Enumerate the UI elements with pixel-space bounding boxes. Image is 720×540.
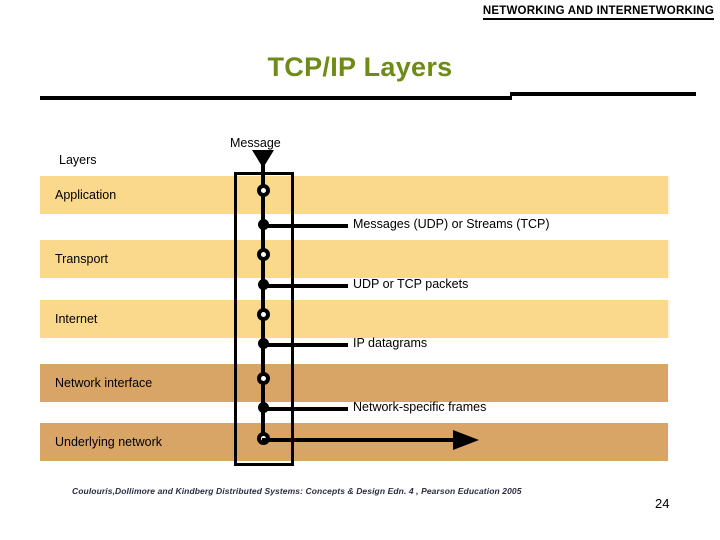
layer-label: Network interface	[55, 376, 153, 390]
layer-label: Transport	[55, 252, 109, 266]
layer-label: Underlying network	[55, 435, 162, 449]
stack-node-open	[256, 308, 270, 321]
layer-bar	[40, 364, 670, 402]
message-down-arrow-icon	[252, 150, 274, 168]
annotation-label: Network-specific frames	[353, 400, 487, 414]
annotation-connector	[262, 284, 348, 288]
transmission-arrow-head-icon	[453, 430, 479, 450]
layer-label: Internet	[55, 312, 98, 326]
annotation-label: Messages (UDP) or Streams (TCP)	[353, 217, 550, 231]
title-divider-right	[510, 92, 696, 96]
layers-column-caption: Layers	[59, 153, 97, 167]
page-number: 24	[655, 496, 670, 511]
message-caption: Message	[230, 136, 281, 150]
layer-bar	[40, 240, 670, 278]
stack-node-open	[256, 248, 270, 261]
layer-bar	[40, 300, 670, 338]
slide-header-title: NETWORKING AND INTERNETWORKING	[482, 5, 714, 20]
annotation-connector	[262, 224, 348, 228]
page-title: TCP/IP Layers	[267, 52, 453, 82]
layer-bar	[40, 423, 670, 461]
source-credit: Coulouris,Dollimore and Kindberg Distrib…	[72, 486, 522, 496]
stack-node-open	[256, 184, 270, 197]
title-divider-left	[40, 96, 512, 100]
annotation-connector	[262, 343, 348, 347]
transmission-arrow-line	[262, 438, 456, 442]
annotation-label: IP datagrams	[353, 336, 428, 350]
layer-bar	[40, 176, 670, 214]
stack-spine-line	[261, 152, 265, 444]
annotation-connector	[262, 407, 348, 411]
annotation-label: UDP or TCP packets	[353, 277, 469, 291]
stack-node-open	[256, 372, 270, 385]
layer-label: Application	[55, 188, 117, 202]
